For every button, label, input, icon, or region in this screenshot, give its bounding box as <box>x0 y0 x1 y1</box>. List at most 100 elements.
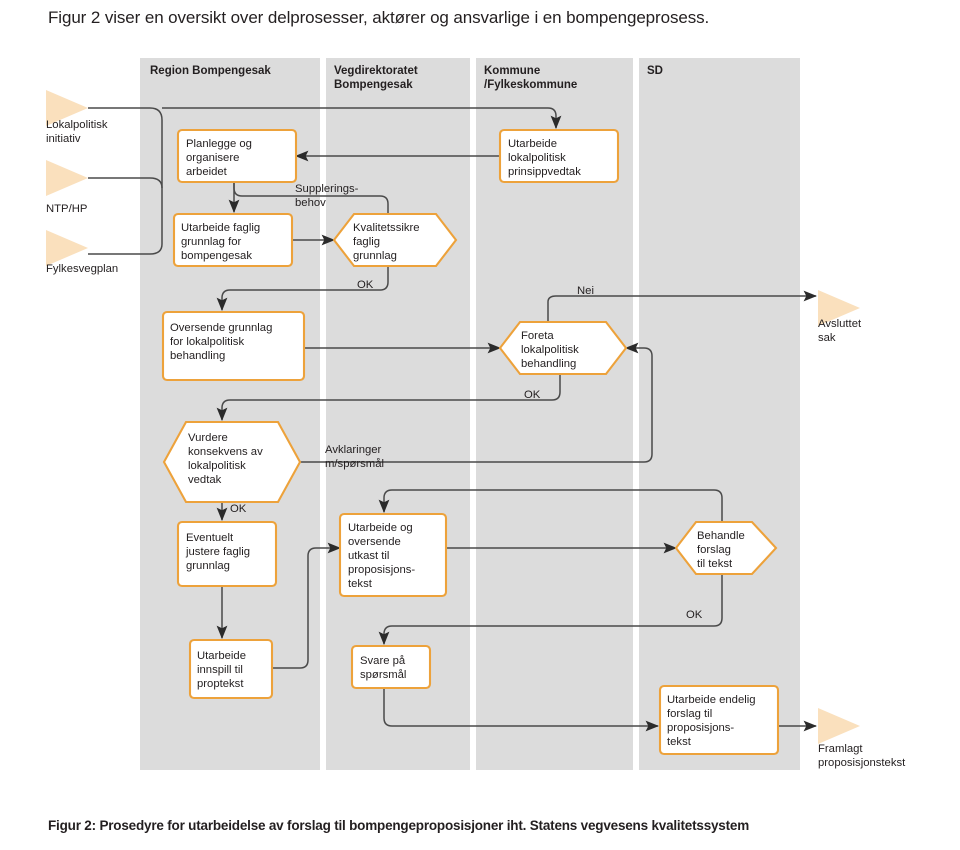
connector-behandle-loop-to-utkast <box>378 489 723 524</box>
connector-behandle-ok-to-svare <box>378 572 723 646</box>
node-behandle-line2: forslag <box>697 544 731 556</box>
node-eventuelt-justere-faglig-grunnlag[interactable]: Eventuelt justere faglig grunnlag <box>176 520 278 588</box>
node-oversende-line1: Oversende grunnlag <box>170 322 272 334</box>
node-foreta-line1: Foreta <box>521 330 554 342</box>
node-oversende-line3: behandling <box>170 350 225 362</box>
node-oversende-grunnlag[interactable]: Oversende grunnlag for lokalpolitisk beh… <box>161 310 306 382</box>
node-utarbeide-og-oversende-utkast[interactable]: Utarbeide og oversende utkast til propos… <box>338 512 448 598</box>
node-behandle-shape[interactable] <box>674 520 778 576</box>
node-kvalitetssikre-line3: grunnlag <box>353 250 397 262</box>
node-prinsippvedtak-line3: prinsippvedtak <box>508 166 581 178</box>
ntp-hp-triangle-icon <box>46 160 88 196</box>
node-utkast-shape[interactable] <box>338 512 448 598</box>
node-utarbeide-faglig-line3: bompengesak <box>181 250 252 262</box>
node-eventuelt-line3: grunnlag <box>186 560 230 572</box>
node-svare-line1: Svare på <box>360 655 406 667</box>
node-endelig-line2: forslag til <box>667 708 712 720</box>
node-innspill-line1: Utarbeide <box>197 650 246 662</box>
edge-label-nei: Nei <box>577 285 594 297</box>
node-prinsippvedtak-line1: Utarbeide <box>508 138 557 150</box>
lane-band-sd <box>639 58 800 770</box>
output-label-avsluttet-sak-line2: sak <box>818 332 836 344</box>
node-planlegge-shape[interactable] <box>176 128 298 184</box>
node-planlegge-line1: Planlegge og <box>186 138 252 150</box>
node-planlegge-line2: organisere <box>186 152 239 164</box>
node-kvalitetssikre-faglig-grunnlag[interactable]: Kvalitetssikre faglig grunnlag <box>332 212 458 268</box>
lane-header-kommune-line1: Kommune <box>484 65 540 77</box>
node-endelig-shape[interactable] <box>658 684 780 756</box>
node-kvalitetssikre-line2: faglig <box>353 236 380 248</box>
input-label-lokalpolitisk-initiativ-line1: Lokalpolitisk <box>46 119 108 131</box>
input-label-lokalpolitisk-initiativ-line2: initiativ <box>46 133 81 145</box>
connector-rail-to-prinsippvedtak <box>162 107 562 130</box>
lane-header-region: Region Bompengesak <box>150 65 271 77</box>
node-eventuelt-shape[interactable] <box>176 520 278 588</box>
node-kvalitetssikre-line1: Kvalitetssikre <box>353 222 420 234</box>
output-label-framlagt-line1: Framlagt <box>818 743 863 755</box>
node-innspill-shape[interactable] <box>188 638 274 700</box>
node-vurdere-line4: vedtak <box>188 474 222 486</box>
node-foreta-shape[interactable] <box>498 320 628 376</box>
node-planlegge-line3: arbeidet <box>186 166 228 178</box>
avsluttet-sak-triangle-icon <box>818 290 860 326</box>
node-utarbeide-lokalpolitisk-prinsippvedtak[interactable]: Utarbeide lokalpolitisk prinsippvedtak <box>498 128 620 184</box>
figure-caption: Figur 2: Prosedyre for utarbeidelse av f… <box>48 818 750 833</box>
node-svare-line2: spørsmål <box>360 669 406 681</box>
edge-labels: Supplerings- behov OK Nei OK Avklaringer… <box>230 183 703 621</box>
edge-label-avklaringer-line1: Avklaringer <box>325 444 382 456</box>
connector-foreta-ok-to-vurdere <box>216 374 561 422</box>
node-vurdere-shape[interactable] <box>162 420 302 504</box>
connector-innspill-to-utkast <box>272 542 342 669</box>
node-utarbeide-faglig-grunnlag[interactable]: Utarbeide faglig grunnlag for bompengesa… <box>172 212 294 268</box>
node-foreta-lokalpolitisk-behandling[interactable]: Foreta lokalpolitisk behandling <box>498 320 628 376</box>
edge-label-ok-vurdere: OK <box>230 503 247 515</box>
output-terminators: Avsluttet sak Framlagt proposisjonstekst <box>818 290 906 769</box>
node-endelig-line1: Utarbeide endelig <box>667 694 756 706</box>
node-planlegge-organisere[interactable]: Planlegge og organisere arbeidet <box>176 128 298 184</box>
connector-suppleringsbehov-loop <box>233 182 389 214</box>
figure-intro-text: Figur 2 viser en oversikt over delproses… <box>48 8 710 27</box>
lane-header-sd: SD <box>647 65 663 77</box>
node-behandle-forslag-til-tekst[interactable]: Behandle forslag til tekst <box>674 520 778 576</box>
node-foreta-line3: behandling <box>521 358 576 370</box>
node-vurdere-line1: Vurdere <box>188 432 228 444</box>
swimlane-bands <box>140 58 800 770</box>
flowchart-canvas: Region Bompengesak Vegdirektoratet Bompe… <box>46 58 906 770</box>
node-utkast-line3: utkast til <box>348 550 389 562</box>
lane-header-vegdirektoratet-line1: Vegdirektoratet <box>334 65 418 77</box>
input-label-fylkesvegplan: Fylkesvegplan <box>46 263 118 275</box>
connector-inputs-merge-rail <box>88 107 163 255</box>
node-eventuelt-line2: justere faglig <box>185 546 250 558</box>
node-prinsippvedtak-line2: lokalpolitisk <box>508 152 566 164</box>
node-svare-pa-sporsmal[interactable]: Svare på spørsmål <box>350 644 432 690</box>
node-oversende-shape[interactable] <box>161 310 306 382</box>
edge-label-ok-behandle: OK <box>686 609 703 621</box>
node-utarbeide-endelig-forslag[interactable]: Utarbeide endelig forslag til proposisjo… <box>658 684 780 756</box>
node-utarbeide-faglig-line1: Utarbeide faglig <box>181 222 260 234</box>
connector-avklaringer-to-foreta <box>300 342 653 463</box>
edge-label-ok-foreta: OK <box>524 389 541 401</box>
lane-header-vegdirektoratet-line2: Bompengesak <box>334 79 413 91</box>
node-eventuelt-line1: Eventuelt <box>186 532 234 544</box>
node-utkast-line2: oversende <box>348 536 401 548</box>
node-behandle-line3: til tekst <box>697 558 733 570</box>
node-svare-shape[interactable] <box>350 644 432 690</box>
node-vurdere-line2: konsekvens av <box>188 446 263 458</box>
connector-foreta-nei-to-avsluttet <box>547 290 818 322</box>
output-label-avsluttet-sak-line1: Avsluttet <box>818 318 862 330</box>
edge-label-avklaringer-line2: m/spørsmål <box>325 458 384 470</box>
node-endelig-line4: tekst <box>667 736 692 748</box>
node-kvalitetssikre-shape[interactable] <box>332 212 458 268</box>
node-vurdere-konsekvens[interactable]: Vurdere konsekvens av lokalpolitisk vedt… <box>162 420 302 504</box>
node-vurdere-line3: lokalpolitisk <box>188 460 246 472</box>
node-utarbeide-faglig-line2: grunnlag for <box>181 236 242 248</box>
swimlane-headers: Region Bompengesak Vegdirektoratet Bompe… <box>150 65 663 91</box>
node-utkast-line4: proposisjons- <box>348 564 415 576</box>
node-prinsippvedtak-shape[interactable] <box>498 128 620 184</box>
node-innspill-line2: innspill til <box>197 664 243 676</box>
edge-label-ok-kvalitetssikre: OK <box>357 279 374 291</box>
connector-ntp-hp-join <box>88 177 163 189</box>
node-utarbeide-innspill-til-proptekst[interactable]: Utarbeide innspill til proptekst <box>188 638 274 700</box>
node-utarbeide-faglig-shape[interactable] <box>172 212 294 268</box>
lokalpolitisk-initiativ-triangle-icon <box>46 90 88 126</box>
